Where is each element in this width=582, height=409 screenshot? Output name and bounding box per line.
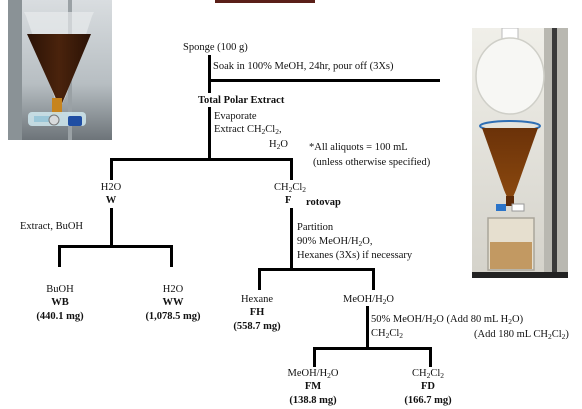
fh-mass: (558.7 mg)	[233, 321, 281, 332]
tpe-step-extract-text: Extract CH	[214, 124, 262, 135]
subscript: 2	[440, 371, 444, 380]
meoh-step-50-text: O)	[511, 314, 524, 325]
subscript: 2	[547, 332, 552, 341]
root-label: Sponge (100 g)	[183, 42, 248, 53]
fd-mass: (166.7 mg)	[404, 395, 452, 406]
subscript: 2	[288, 185, 293, 194]
connector-fd-drop	[429, 347, 432, 367]
connector-ww-drop	[170, 245, 173, 267]
f-step-meoh-text: O,	[362, 236, 373, 247]
connector-meoh-bar	[313, 347, 432, 350]
meoh-step-add180-text: (Add 180 mL CH	[474, 329, 548, 340]
f-solvent-text: Cl	[292, 182, 303, 193]
ww-code: WW	[162, 297, 184, 308]
meoh-step-ch2cl2-text: CH	[371, 328, 386, 339]
connector-w-bar	[58, 245, 173, 248]
f-solvent-text: CH	[273, 182, 289, 193]
root-step: Soak in 100% MeOH, 24hr, pour off (3Xs)	[213, 61, 394, 72]
subscript: 2	[327, 371, 331, 380]
fm-code: FM	[304, 381, 322, 392]
connector-meoh-drop	[372, 268, 375, 290]
connector-root-bar	[208, 79, 440, 82]
connector-meoh-vertical	[366, 306, 369, 348]
meoh-step-add180-text: )	[565, 329, 569, 340]
fd-code: FD	[421, 381, 435, 392]
subscript: 2	[385, 331, 390, 340]
connector-wb-drop	[58, 245, 61, 267]
subscript: 2	[432, 317, 437, 326]
connector-tpe-vertical	[208, 107, 211, 159]
meoh-step-50-text: 50% MeOH/H	[371, 314, 433, 325]
tpe-step-evaporate: Evaporate	[214, 111, 257, 122]
tpe-step-extract: Extract CH2Cl2,	[214, 124, 282, 136]
fh-code: FH	[249, 307, 265, 318]
meoh-step-add180-text: Cl	[551, 329, 562, 340]
ww-mass: (1,078.5 mg)	[145, 311, 201, 322]
connector-f-drop	[290, 158, 293, 180]
connector-fh-drop	[258, 268, 261, 290]
fm-mass: (138.8 mg)	[289, 395, 337, 406]
tpe-step-water-text: H	[269, 139, 277, 150]
fd-solvent-text: Cl	[430, 368, 441, 379]
connector-f-bar	[258, 268, 375, 271]
tpe-step-extract-text: Cl	[265, 124, 276, 135]
separatory-funnel-beaker-photo-icon	[472, 28, 568, 278]
fm-solvent: MeOH/H2O	[278, 368, 348, 380]
fd-solvent: CH2Cl2	[398, 368, 458, 380]
subscript: 2	[358, 239, 363, 248]
subscript: 2	[561, 332, 566, 341]
f-step-meoh: 90% MeOH/H2O,	[297, 236, 373, 248]
meoh-step-add180: (Add 180 mL CH2Cl2)	[474, 329, 569, 341]
fh-solvent: Hexane	[240, 294, 274, 305]
aliquot-note-line1: *All aliquots = 100 mL	[309, 142, 408, 153]
meoh-step-50-text: O (Add 80 mL H	[436, 314, 509, 325]
f-solvent: CH2Cl2	[265, 182, 315, 194]
fm-solvent-text: O	[330, 368, 339, 379]
subscript: 2	[399, 331, 404, 340]
meoh-solvent-text: O	[386, 294, 395, 305]
w-solvent: H2O	[100, 182, 122, 193]
top-photo-strip	[215, 0, 315, 3]
meoh-solvent-text: MeOH/H	[343, 294, 383, 305]
wb-code: WB	[51, 297, 69, 308]
connector-tpe-bar	[110, 158, 293, 161]
subscript: 2	[508, 317, 512, 326]
separatory-funnel-photo-icon	[8, 0, 112, 140]
ww-solvent: H2O	[162, 284, 184, 295]
subscript: 2	[302, 185, 306, 194]
connector-f-vertical	[290, 208, 293, 270]
f-step-partition: Partition	[297, 222, 334, 233]
fd-solvent-text: CH	[411, 368, 427, 379]
meoh-step-ch2cl2-text: Cl	[389, 328, 400, 339]
f-step-meoh-text: 90% MeOH/H	[297, 236, 359, 247]
meoh-solvent: MeOH/H2O	[343, 294, 394, 306]
w-code: W	[105, 195, 117, 206]
wb-solvent: BuOH	[46, 284, 74, 295]
connector-fm-drop	[313, 347, 316, 367]
connector-root-vertical	[208, 55, 211, 93]
aliquot-note-line2: (unless otherwise specified)	[313, 157, 431, 168]
tpe-step-water: H2O	[269, 139, 288, 151]
meoh-step-50: 50% MeOH/H2O (Add 80 mL H2O)	[371, 314, 523, 326]
right-funnel-photo	[472, 28, 568, 278]
fm-solvent-text: MeOH/H	[287, 368, 328, 379]
connector-w-vertical	[110, 208, 113, 246]
subscript: 2	[261, 127, 266, 136]
tpe-step-water-text: O	[280, 139, 288, 150]
connector-w-drop	[110, 158, 113, 180]
wb-mass: (440.1 mg)	[36, 311, 84, 322]
tpe-step-extract-text: ,	[278, 124, 282, 135]
f-rotovap: rotovap	[306, 197, 341, 208]
f-code: F	[285, 195, 292, 206]
subscript: 2	[426, 371, 431, 380]
meoh-step-ch2cl2: CH2Cl2	[371, 328, 403, 340]
subscript: 2	[382, 297, 387, 306]
subscript: 2	[275, 127, 279, 136]
f-step-hexanes: Hexanes (3Xs) if necessary	[297, 250, 413, 261]
left-funnel-photo	[8, 0, 112, 140]
subscript: 2	[276, 142, 281, 151]
w-step: Extract, BuOH	[20, 221, 83, 232]
tpe-label: Total Polar Extract	[198, 95, 285, 106]
